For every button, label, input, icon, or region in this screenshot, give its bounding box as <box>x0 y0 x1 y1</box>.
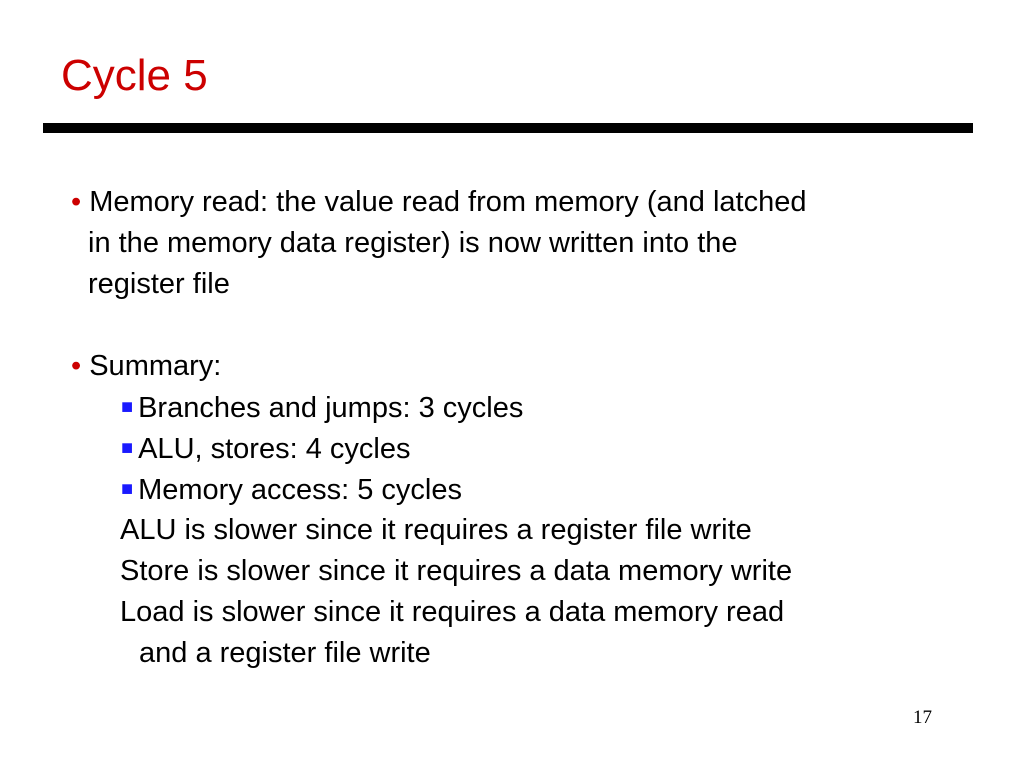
bullet-text-line: Memory read: the value read from memory … <box>89 186 807 218</box>
summary-note: Load is slower since it requires a data … <box>120 596 785 628</box>
blue-square-bullet-icon: ■ <box>121 437 134 459</box>
subbullet-text: Memory access: 5 cycles <box>138 474 463 506</box>
title-divider <box>43 123 973 133</box>
subbullet-text: ALU, stores: 4 cycles <box>138 433 411 465</box>
summary-note: ALU is slower since it requires a regist… <box>120 514 752 546</box>
bullet-memory-read: • Memory read: the value read from memor… <box>71 182 806 223</box>
red-dot-bullet-icon: • <box>71 186 82 218</box>
summary-note: Store is slower since it requires a data… <box>120 555 793 587</box>
slide-title: Cycle 5 <box>61 51 208 100</box>
page-number: 17 <box>913 707 932 728</box>
subbullet-item: ■ALU, stores: 4 cycles <box>121 428 410 470</box>
subbullet-item: ■Branches and jumps: 3 cycles <box>121 387 523 429</box>
bullet-summary: • Summary: <box>71 346 221 387</box>
summary-note: and a register file write <box>139 637 431 669</box>
blue-square-bullet-icon: ■ <box>121 396 134 418</box>
bullet-text-line: in the memory data register) is now writ… <box>88 227 738 259</box>
subbullet-text: Branches and jumps: 3 cycles <box>138 392 524 424</box>
blue-square-bullet-icon: ■ <box>121 478 134 500</box>
red-dot-bullet-icon: • <box>71 350 82 382</box>
bullet-text: Summary: <box>89 350 222 382</box>
subbullet-item: ■Memory access: 5 cycles <box>121 469 462 511</box>
bullet-text-line: register file <box>88 268 230 300</box>
